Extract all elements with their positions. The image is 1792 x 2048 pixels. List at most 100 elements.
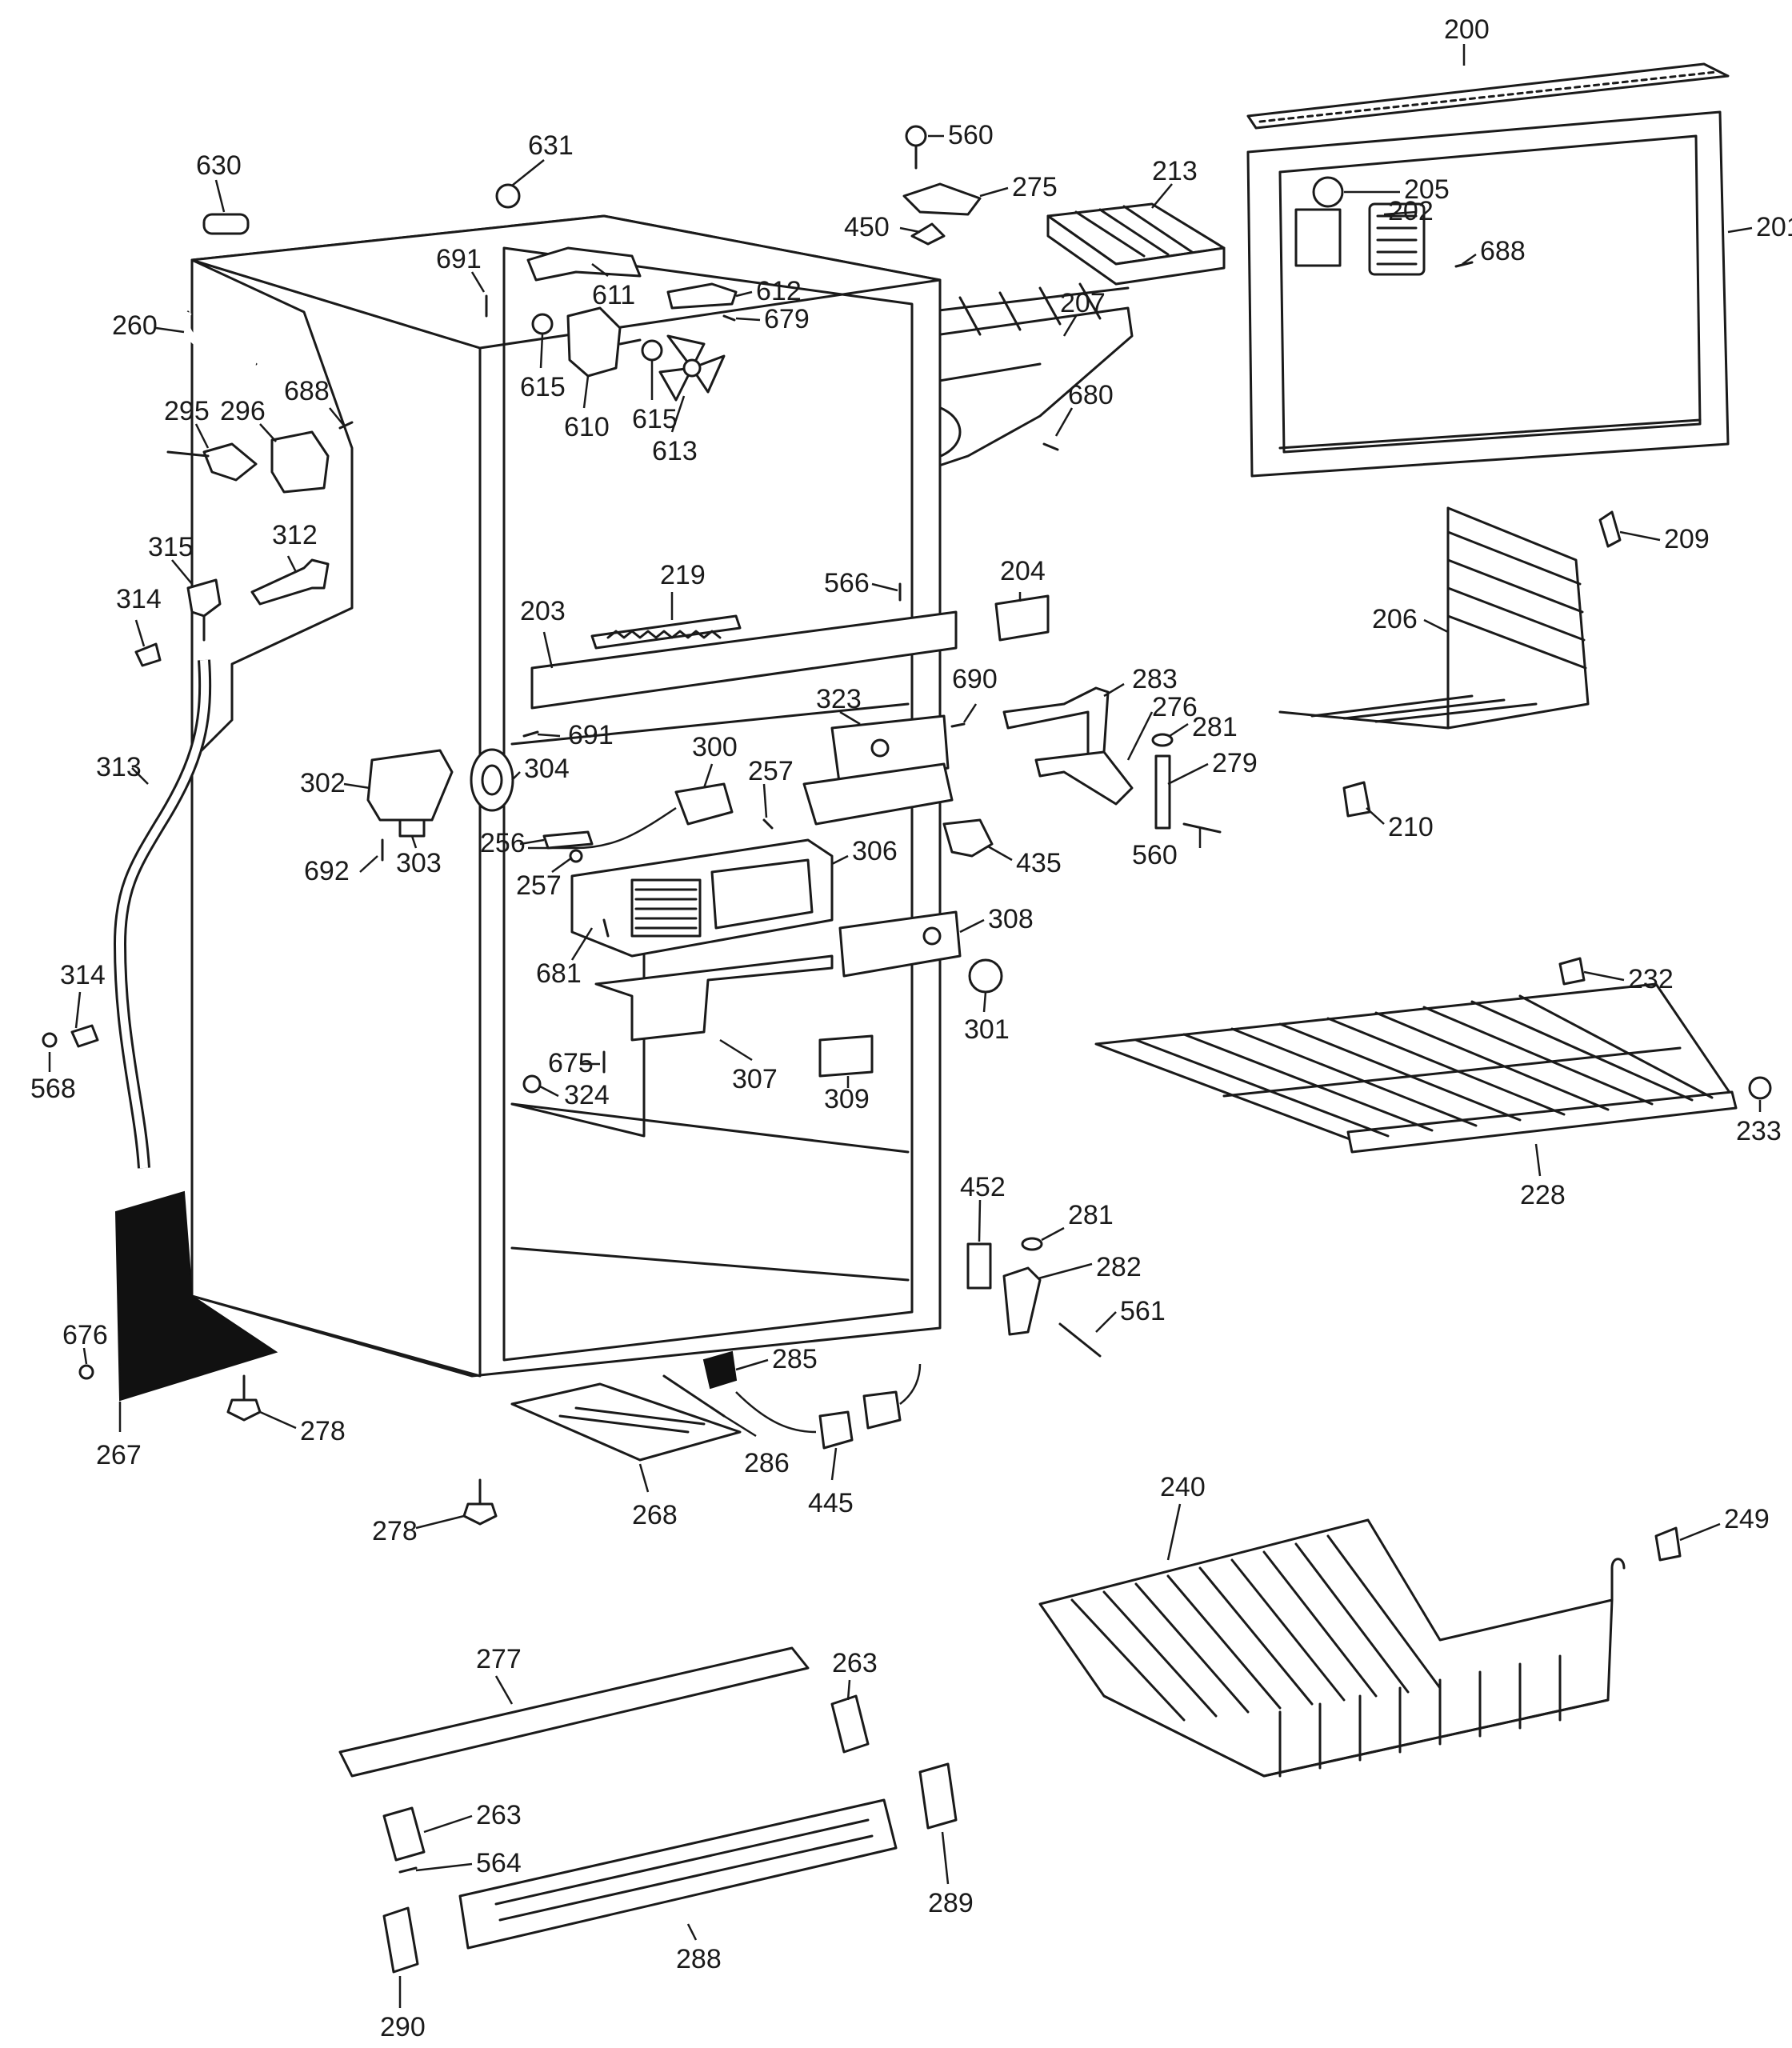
part-676-screw [78,1364,94,1380]
callout-680: 680 [1068,380,1114,410]
part-315-elbow [186,578,222,642]
part-249-clip [1654,1526,1682,1562]
callout-285: 285 [772,1344,818,1374]
part-691-screw-mid [522,730,539,738]
part-202-vent-grille [1368,202,1426,276]
callout-690: 690 [952,664,998,694]
callout-279: 279 [1212,748,1258,778]
callout-560-lower: 560 [1132,840,1178,870]
callout-314-lower: 314 [60,960,106,990]
leader-lines [48,44,1762,2008]
part-314-clip-upper [134,642,162,667]
callout-268: 268 [632,1500,678,1530]
callout-313: 313 [96,752,142,782]
callout-568: 568 [30,1074,76,1104]
callout-692: 692 [304,856,350,886]
part-209-clip [1598,510,1622,548]
part-256-clip [542,830,594,850]
callout-275: 275 [1012,172,1058,202]
callout-288: 288 [676,1944,722,1974]
callout-228: 228 [1520,1180,1566,1210]
callout-679: 679 [764,304,810,334]
callout-209: 209 [1664,524,1710,554]
part-295-damper [166,442,258,482]
part-285-harness-cover [702,1350,738,1390]
callout-277: 277 [476,1644,522,1674]
part-301-knob [968,958,1003,994]
callout-289: 289 [928,1888,974,1918]
callout-615-right: 615 [632,404,678,434]
callout-240: 240 [1160,1472,1206,1502]
callout-631: 631 [528,130,574,161]
callout-566: 566 [824,568,870,598]
callout-323: 323 [816,684,862,714]
part-200-top-trim [1246,62,1730,130]
part-688-screw-left [338,421,354,430]
callout-324: 324 [564,1080,610,1110]
part-312-tube [250,558,330,606]
part-228-fresh-food-shelf [1094,982,1738,1154]
callout-630: 630 [196,150,242,181]
callout-213: 213 [1152,156,1198,186]
part-680-screw [1042,442,1059,451]
part-drawings [42,62,1772,1974]
callout-303: 303 [396,848,442,878]
callout-295: 295 [164,396,210,426]
part-203-rail [530,610,958,710]
part-283-hinge-bracket [1002,686,1110,758]
callout-263-left: 263 [476,1800,522,1830]
callout-681: 681 [536,958,582,989]
callout-232: 232 [1628,964,1674,994]
part-257-screw-lower [569,849,583,863]
callout-207: 207 [1060,288,1106,318]
part-281-washer-upper [1151,733,1174,747]
part-568-screw [42,1032,58,1048]
part-232-clip [1558,957,1586,986]
part-450-fitting [910,222,946,246]
part-615-grommet-right [641,339,663,362]
callout-257-lower: 257 [516,870,562,901]
part-282-hinge [1002,1266,1042,1336]
callout-233: 233 [1736,1116,1782,1146]
part-233-fastener [1748,1076,1772,1100]
part-306-control-housing [570,838,834,958]
callout-306: 306 [852,836,898,866]
callout-309: 309 [824,1084,870,1114]
part-688-screw [1454,261,1474,268]
callout-308: 308 [988,904,1034,934]
callout-688: 688 [1480,236,1526,266]
part-308-plate [838,910,962,978]
part-309-lens [818,1034,874,1078]
callout-296: 296 [220,396,266,426]
callout-202: 202 [1388,196,1434,226]
callout-206: 206 [1372,604,1418,634]
part-263-bracket-right [830,1694,870,1754]
part-323-bracket [802,714,954,826]
callout-691: 691 [436,244,482,274]
part-201-freezer-door [1246,110,1730,478]
callout-304: 304 [524,754,570,784]
callout-450: 450 [844,212,890,242]
part-300-thermostat [528,782,734,850]
part-263-bracket-left [382,1806,426,1862]
part-314-clip-lower [70,1024,99,1048]
part-679-screw [722,314,736,322]
part-690-pin [950,722,966,728]
part-435-light-socket [942,818,994,858]
callout-204: 204 [1000,556,1046,586]
part-276-hinge [1034,750,1134,806]
part-561-screw [1058,1322,1102,1358]
part-324 [522,1074,542,1094]
part-210-clip [1342,781,1371,818]
callout-257-upper: 257 [748,756,794,786]
callout-249: 249 [1724,1504,1770,1534]
part-275-bracket [902,182,982,216]
callout-300: 300 [692,732,738,762]
part-240-basket [1038,1518,1626,1778]
part-278-leveling-leg-left [226,1374,262,1422]
callout-564: 564 [476,1848,522,1878]
callout-278-right: 278 [372,1516,418,1546]
part-615-grommet-left [531,313,554,335]
callout-445: 445 [808,1488,854,1518]
callout-203: 203 [520,596,566,626]
